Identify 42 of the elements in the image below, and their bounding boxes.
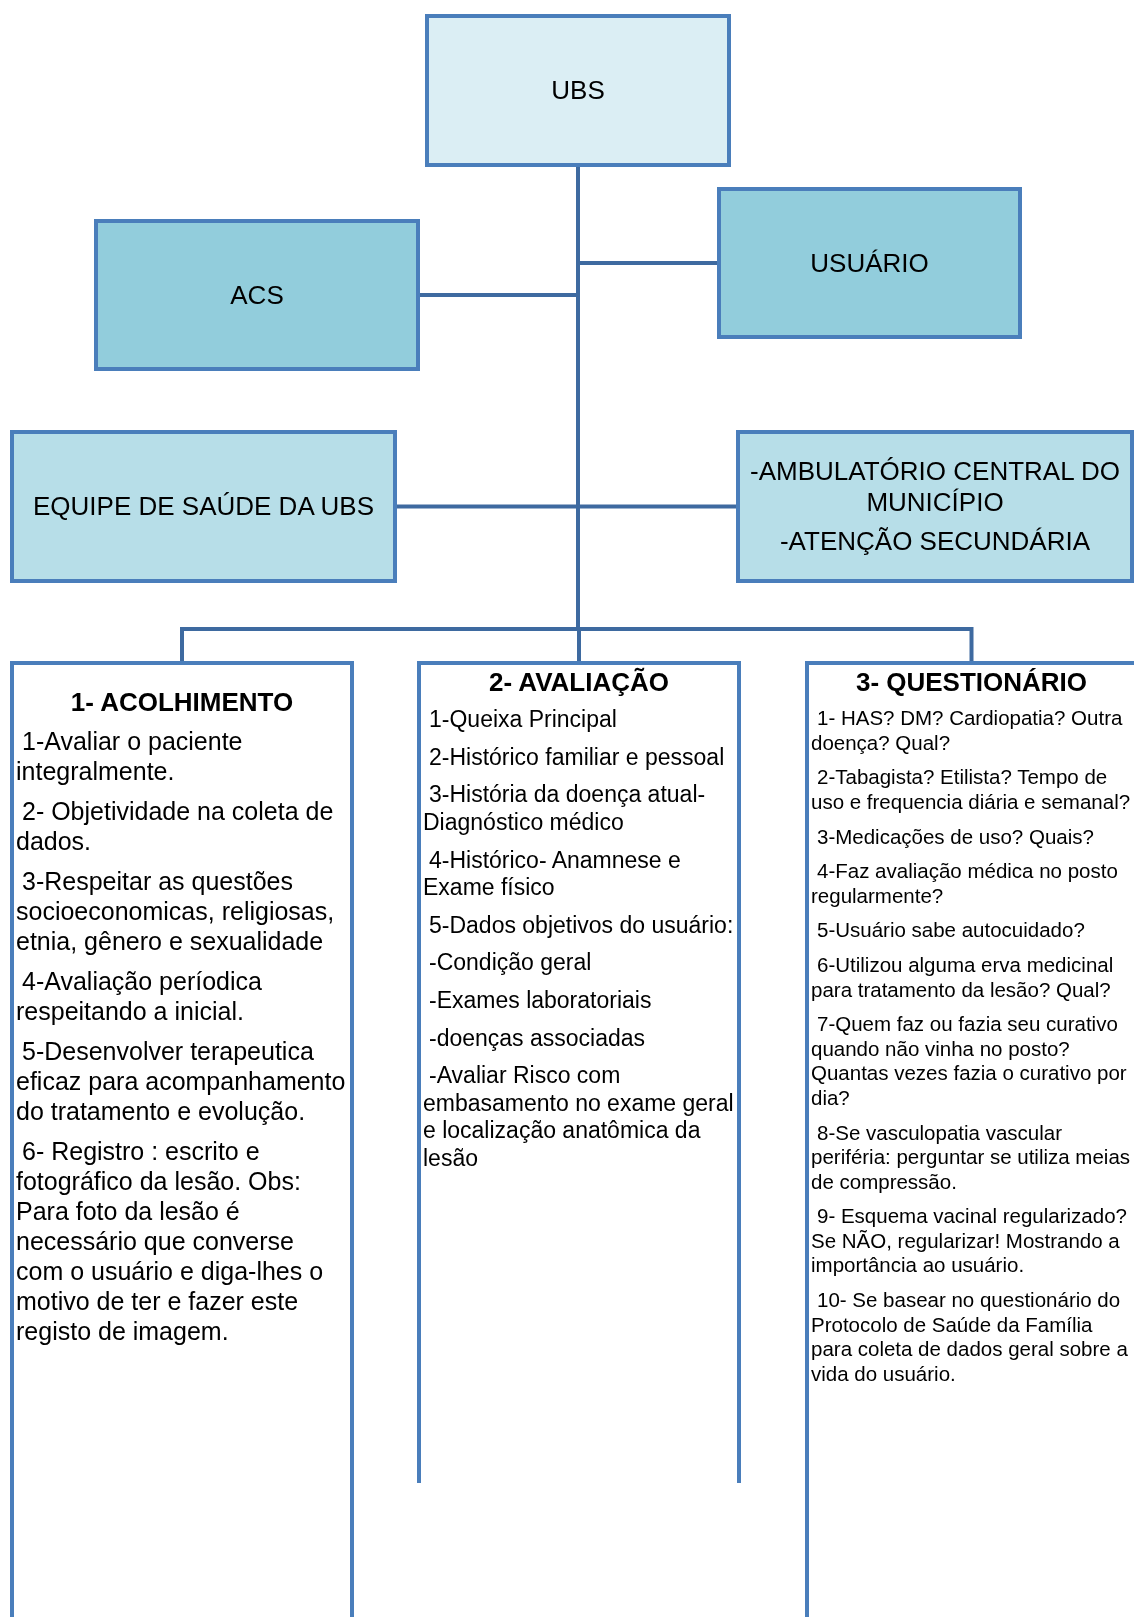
box-label: -AMBULATÓRIO CENTRAL DO MUNICÍPIO <box>749 456 1121 518</box>
list-item: 3-Respeitar as questões socioeconomicas, religiosas, etnia, gênero e sexualidade <box>16 866 336 957</box>
list-item: 1-Queixa Principal <box>428 706 618 734</box>
org-box <box>717 187 1022 339</box>
box-label: -ATENÇÃO SECUNDÁRIA <box>779 526 1091 557</box>
org-box <box>425 14 731 167</box>
list-item: 7-Quem faz ou fazia seu curativo quando não vinha no posto? Quantas vezes fazia o curativo por dia? <box>811 1012 1128 1111</box>
box-label: USUÁRIO <box>810 247 929 279</box>
list-item: 5-Usuário sabe autocuidado? <box>816 918 1086 943</box>
org-box <box>94 219 420 371</box>
list-item: 4-Histórico- Anamnese e Exame físico <box>423 846 682 902</box>
list-item: 4-Faz avaliação médica no posto regularmente? <box>811 859 1119 909</box>
list-panel <box>805 661 1134 1617</box>
list-item: 6-Utilizou alguma erva medicinal para tratamento da lesão? Qual? <box>811 952 1115 1003</box>
box-label: UBS <box>551 75 605 106</box>
list-item: 10- Se basear no questionário do Protocolo de Saúde da Família para coleta de dados geral sobre a vida do usuário. <box>811 1288 1129 1387</box>
list-item: 1-Avaliar o paciente integralmente. <box>16 726 244 787</box>
list-panel <box>10 661 354 1617</box>
box-label: ACS <box>230 279 284 311</box>
list-item: 9- Esquema vacinal regularizado? Se NÃO, regularizar! Mostrando a importância ao usuário. <box>811 1204 1128 1279</box>
panel-heading: 2- AVALIAÇÃO <box>487 667 671 699</box>
list-item: 1- HAS? DM? Cardiopatia? Outra doença? Qual? <box>811 706 1124 756</box>
list-item: -Condição geral <box>428 949 593 977</box>
list-item: 2-Tabagista? Etilista? Tempo de uso e frequencia diária e semanal? <box>811 765 1132 815</box>
list-item: 2- Objetividade na coleta de dados. <box>16 796 335 857</box>
list-item: 2-Histórico familiar e pessoal <box>428 743 726 772</box>
list-item: 8-Se vasculopatia vascular periféria: perguntar se utiliza meias de compressão. <box>811 1120 1132 1195</box>
list-item: 5-Desenvolver terapeutica eficaz para acompanhamento do tratamento e evolução. <box>16 1036 347 1127</box>
panel-heading: 1- ACOLHIMENTO <box>69 687 295 719</box>
list-item: 3-História da doença atual-Diagnóstico médico <box>423 781 707 837</box>
list-item: -doenças associadas <box>428 1024 647 1053</box>
org-box <box>736 430 1134 583</box>
list-item: 3-Medicações de uso? Quais? <box>816 824 1095 850</box>
panel-heading: 3- QUESTIONÁRIO <box>854 667 1089 699</box>
list-item: 4-Avaliação períodica respeitando a inicial. <box>16 966 263 1027</box>
list-item: -Exames laboratoriais <box>428 986 653 1015</box>
list-panel <box>417 661 741 1483</box>
list-item: 5-Dados objetivos do usuário: <box>428 911 735 940</box>
list-item: -Avaliar Risco com embasamento no exame geral e localização anatômica da lesão <box>423 1062 735 1173</box>
org-box <box>10 430 397 583</box>
list-item: 6- Registro : escrito e fotográfico da lesão. Obs: Para foto da lesão é necessário que converse com o usuário e diga-lhes o motivo de ter e fazer este registo de imagem. <box>16 1136 325 1347</box>
box-label: EQUIPE DE SAÚDE DA UBS <box>33 491 374 522</box>
